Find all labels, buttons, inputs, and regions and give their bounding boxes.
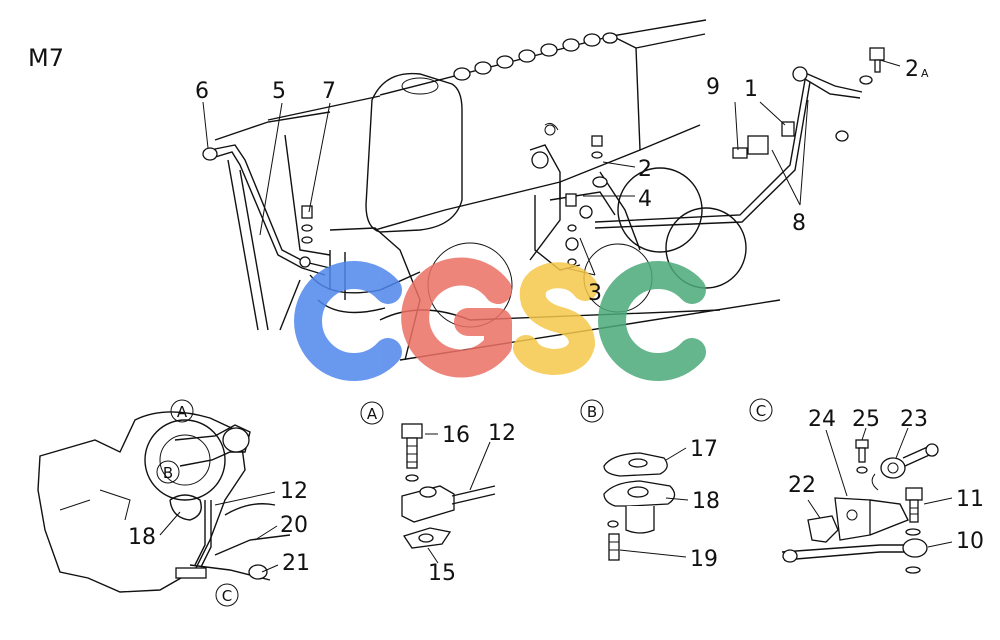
label-19: 19	[690, 547, 718, 572]
label-10: 10	[956, 529, 984, 554]
section-markers: A B C A B C	[156, 398, 773, 607]
bolt-2a	[835, 47, 885, 142]
turbo-assembly	[37, 411, 291, 593]
leader-lines	[202, 59, 901, 276]
bolt-2	[591, 135, 608, 188]
label-20: 20	[280, 513, 308, 538]
watermark-letter-c1	[294, 261, 402, 381]
label-17: 17	[690, 437, 718, 462]
bolt-9	[732, 121, 795, 159]
watermark-letter-c2	[598, 261, 706, 381]
label-5: 5	[272, 79, 286, 104]
detail-a	[401, 423, 496, 564]
label-4: 4	[638, 187, 652, 212]
label-24: 24	[808, 407, 836, 432]
label-9: 9	[706, 75, 720, 100]
turbo-leaders	[159, 491, 279, 573]
label-12-main: 12	[280, 479, 308, 504]
label-1: 1	[744, 77, 758, 102]
label-21: 21	[282, 551, 310, 576]
marker-circle-b-main	[156, 460, 180, 484]
bolt-4	[565, 193, 577, 266]
watermark-letter-s	[513, 262, 598, 376]
callout-labels: M7 6 5 7 2 4 3 9 1 8 2 A 12 18 20 21 16 …	[28, 44, 984, 586]
label-11: 11	[956, 487, 984, 512]
figure-code: M7	[28, 44, 64, 72]
label-18-detail: 18	[692, 489, 720, 514]
marker-c-main: C	[222, 587, 232, 605]
marker-circle-c-detail	[749, 398, 773, 422]
marker-circle-a-detail	[360, 401, 384, 425]
marker-a-detail: A	[367, 405, 378, 423]
detail-c	[781, 427, 953, 574]
label-6: 6	[195, 79, 209, 104]
label-23: 23	[900, 407, 928, 432]
watermark-letter-g	[401, 257, 512, 378]
label-7: 7	[322, 79, 336, 104]
label-2a: 2	[905, 57, 919, 82]
label-3: 3	[588, 281, 602, 306]
cgsc-watermark	[294, 257, 706, 381]
label-25: 25	[852, 407, 880, 432]
marker-b-main: B	[163, 464, 173, 482]
marker-circle-c-main	[215, 583, 239, 607]
label-15: 15	[428, 561, 456, 586]
label-2a-suffix: A	[921, 67, 929, 80]
bolt-7	[301, 205, 313, 244]
label-22: 22	[788, 473, 816, 498]
injector-caps	[453, 32, 618, 81]
marker-b-detail: B	[587, 403, 597, 421]
label-2: 2	[638, 157, 652, 182]
marker-circle-a-main	[170, 399, 194, 423]
marker-c-detail: C	[756, 402, 766, 420]
label-16: 16	[442, 423, 470, 448]
label-12-detail: 12	[488, 421, 516, 446]
label-8: 8	[792, 211, 806, 236]
marker-a-main: A	[177, 403, 188, 421]
label-18-main: 18	[128, 525, 156, 550]
detail-b	[603, 447, 689, 561]
marker-circle-b-detail	[580, 399, 604, 423]
